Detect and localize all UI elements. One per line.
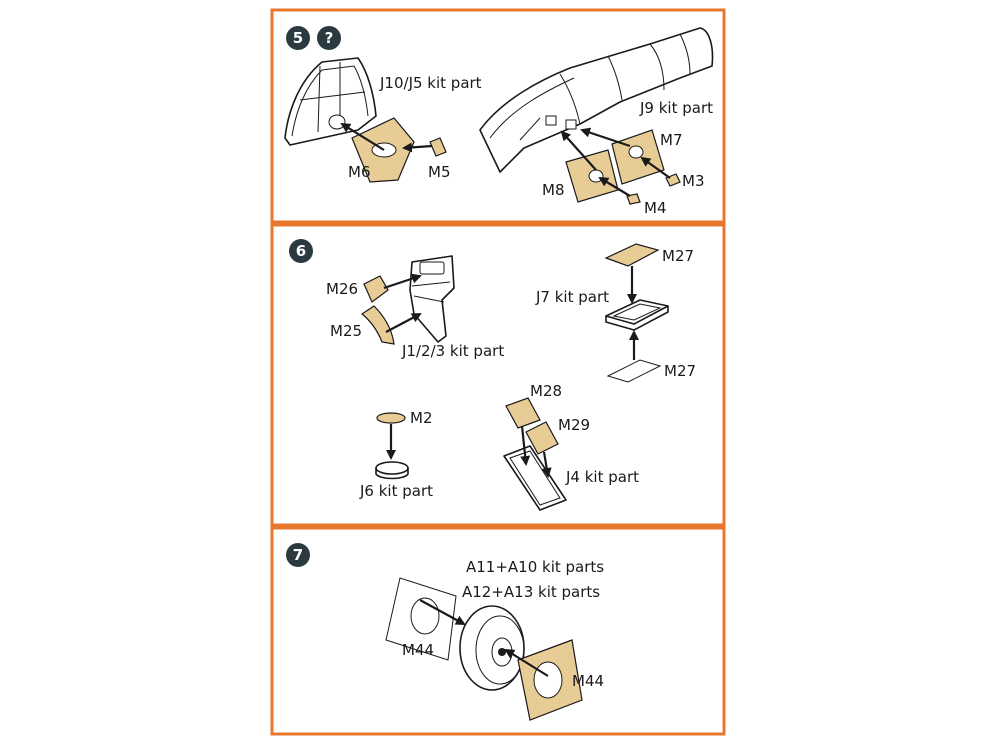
- label-j7-kit-part: J7 kit part: [535, 288, 609, 306]
- step-7-panel: 7 A11+A10 kit parts A12+A13 kit parts M4…: [270, 526, 726, 736]
- label-j4-kit-part: J4 kit part: [565, 468, 639, 486]
- mask-m29: [525, 421, 559, 455]
- label-m25: M25: [330, 322, 362, 340]
- step-7-badge: 7: [286, 543, 310, 567]
- step-5-badge: 5: [286, 26, 310, 50]
- mask-m26: [363, 275, 389, 303]
- step-7-frame: [270, 526, 726, 736]
- label-m28: M28: [530, 382, 562, 400]
- label-m27-bottom: M27: [664, 362, 696, 380]
- wheel-drawing: [459, 605, 525, 691]
- label-m5: M5: [428, 163, 451, 181]
- canopy-j10-j5-drawing: [284, 57, 377, 146]
- step-5-frame: [270, 8, 726, 224]
- step-7-number: 7: [293, 546, 303, 564]
- film-m27-bottom: [606, 359, 662, 383]
- label-j9-kit-part: J9 kit part: [639, 99, 713, 117]
- mask-m8: [565, 149, 619, 203]
- label-j1-2-3-kit-part: J1/2/3 kit part: [401, 342, 504, 360]
- label-m2: M2: [410, 409, 433, 427]
- step-6-number: 6: [296, 242, 306, 260]
- mask-m25: [360, 305, 395, 345]
- label-a11-a10-kit-parts: A11+A10 kit parts: [466, 558, 604, 576]
- mask-m5: [429, 137, 447, 157]
- label-m44-left: M44: [402, 641, 434, 659]
- step-5-panel: 5 ? J10/J5 kit part M6 M5: [270, 8, 726, 224]
- label-m4: M4: [644, 199, 667, 217]
- step-6-badge: 6: [289, 239, 313, 263]
- label-m44-right: M44: [572, 672, 604, 690]
- label-m8: M8: [542, 181, 565, 199]
- step-5-number: 5: [293, 29, 303, 47]
- gauge-j6-drawing: [375, 461, 409, 480]
- label-m7: M7: [660, 131, 683, 149]
- console-j4-drawing: [503, 445, 567, 511]
- canopy-j9-drawing: [479, 27, 714, 173]
- step-6-panel: 6 M26 M25 J1/2/3 kit part M27 J7 kit par…: [270, 223, 726, 527]
- label-m27-top: M27: [662, 247, 694, 265]
- mask-m27-top: [604, 243, 660, 267]
- svg-text:?: ?: [325, 29, 334, 47]
- mask-m4: [626, 193, 641, 205]
- step-6-frame: [270, 223, 726, 527]
- mask-m28: [505, 397, 541, 429]
- label-j10-j5-kit-part: J10/J5 kit part: [379, 74, 482, 92]
- question-mark-icon: ?: [317, 26, 341, 50]
- label-m6: M6: [348, 163, 371, 181]
- label-j6-kit-part: J6 kit part: [359, 482, 433, 500]
- panel-j7-drawing: [605, 299, 669, 331]
- label-m3: M3: [682, 172, 705, 190]
- mask-m7: [611, 129, 665, 185]
- label-a12-a13-kit-parts: A12+A13 kit parts: [462, 583, 600, 601]
- label-m29: M29: [558, 416, 590, 434]
- label-m26: M26: [326, 280, 358, 298]
- seat-j1-2-3-drawing: [409, 255, 455, 343]
- mask-m2: [376, 412, 406, 424]
